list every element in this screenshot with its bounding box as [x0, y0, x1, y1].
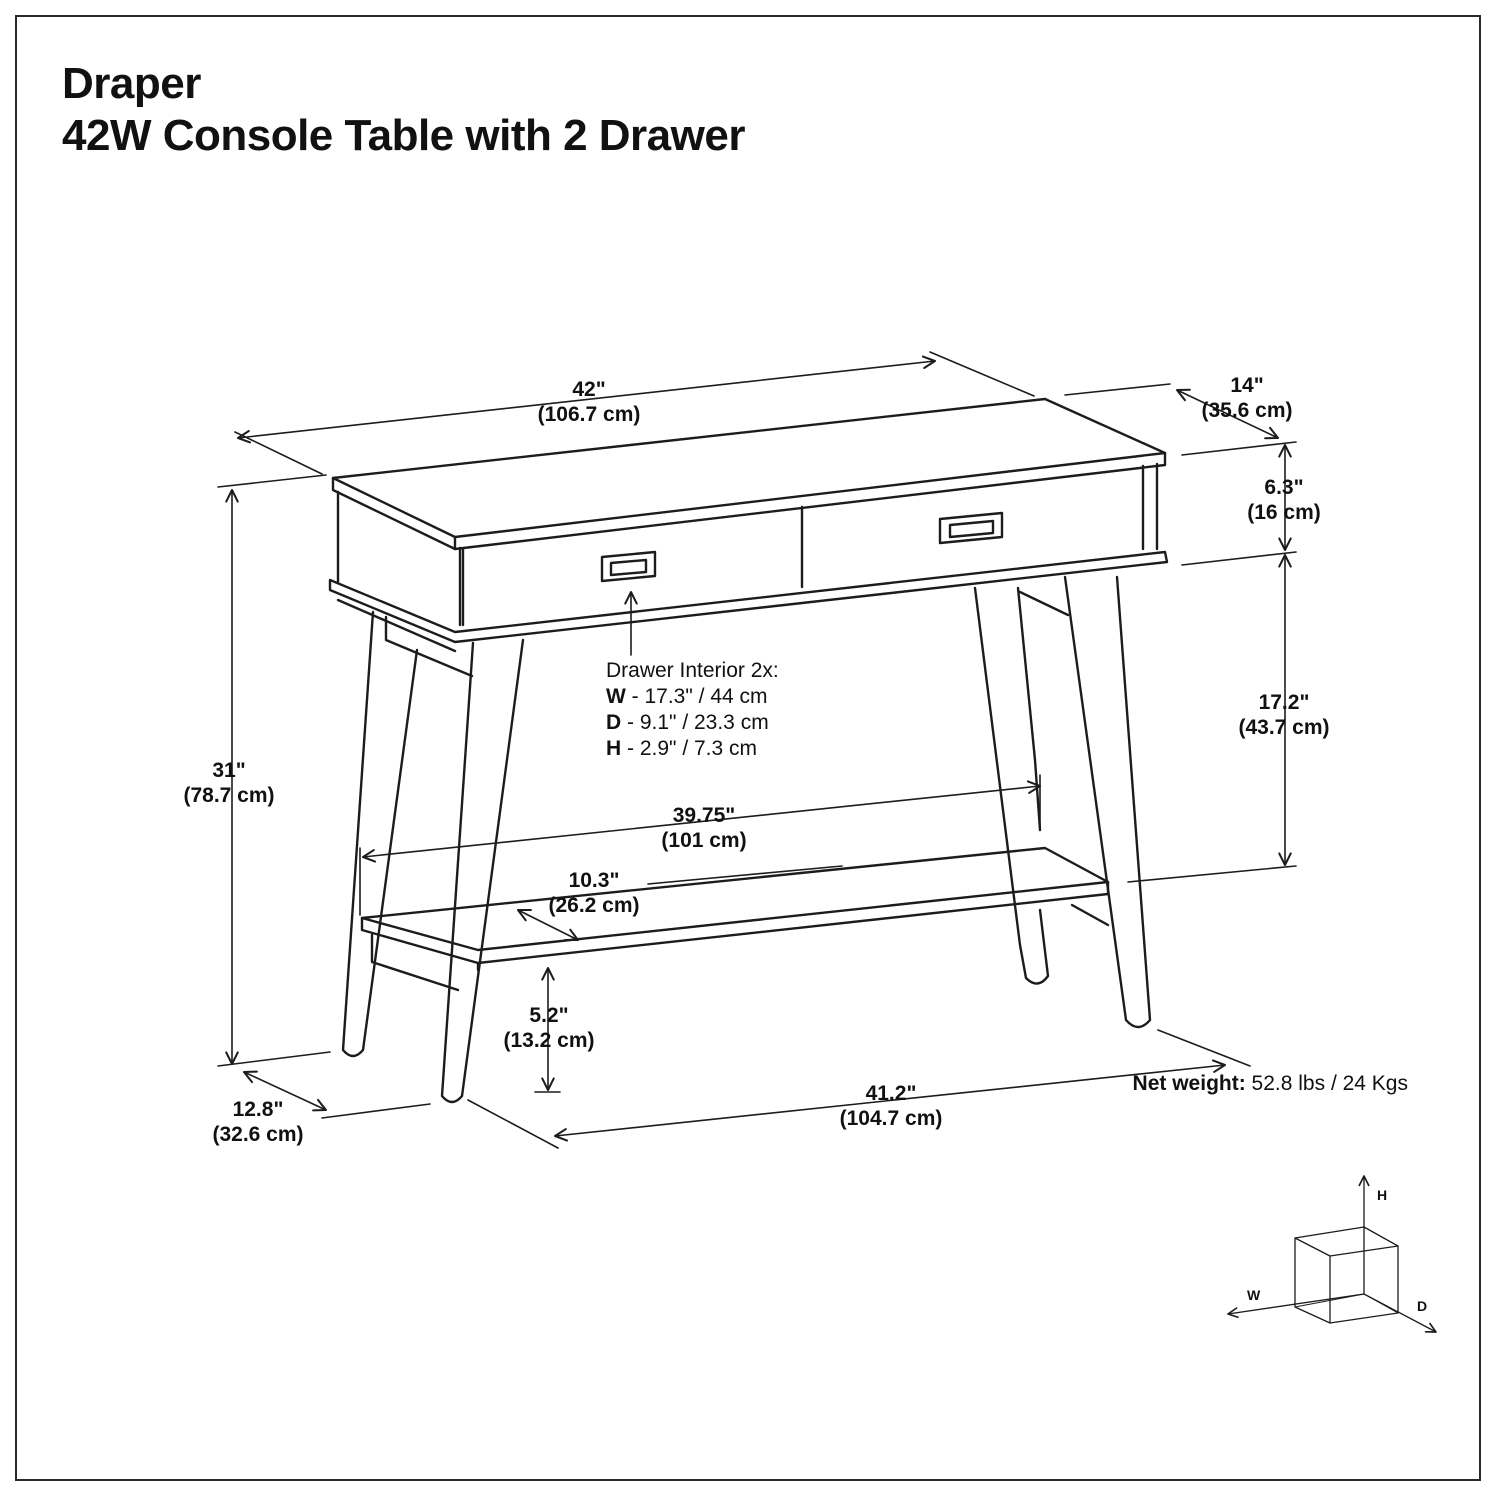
drawer-height-value: - 2.9" / 7.3 cm [621, 737, 758, 760]
dim-base-width-metric: (104.7 cm) [839, 1107, 943, 1130]
dim-depth-top: 14" (35.6 cm) [1201, 373, 1292, 423]
drawer-interior-heading: Drawer Interior 2x: [606, 659, 779, 682]
dim-base-depth: 12.8" (32.6 cm) [212, 1097, 303, 1147]
dim-overall-height: 31" (78.7 cm) [183, 758, 274, 808]
dim-shelf-clearance-metric: (13.2 cm) [503, 1029, 595, 1052]
dim-shelf-width-imperial: 39.75" [672, 804, 736, 827]
axis-label-d: D [1417, 1298, 1428, 1314]
dim-base-depth-imperial: 12.8" [232, 1098, 284, 1121]
lower-shelf [360, 846, 1110, 992]
drawer-interior-width: W - 17.3" / 44 cm [606, 684, 779, 710]
dim-depth-top-metric: (35.6 cm) [1201, 399, 1293, 422]
drawer-width-key: W [606, 685, 626, 708]
drawer-width-value: - 17.3" / 44 cm [625, 685, 768, 708]
dim-apron-height-metric: (16 cm) [1247, 501, 1321, 524]
dim-under-apron-height: 17.2" (43.7 cm) [1238, 690, 1329, 740]
net-weight-label: Net weight: [1132, 1072, 1246, 1095]
drawer-depth-value: - 9.1" / 23.3 cm [621, 711, 769, 734]
drawer-pull-right [938, 511, 1004, 545]
dim-base-width-imperial: 41.2" [865, 1082, 917, 1105]
dim-shelf-width-metric: (101 cm) [661, 829, 747, 852]
axis-label-h: H [1377, 1187, 1388, 1203]
table-top [331, 397, 1167, 551]
axis-cube-icon [1227, 1175, 1437, 1333]
dim-width-top-imperial: 42" [572, 378, 606, 401]
product-name: 42W Console Table with 2 Drawer [62, 111, 745, 160]
dim-base-depth-metric: (32.6 cm) [212, 1123, 304, 1146]
legs [341, 575, 1152, 1104]
drawer-pull-left [600, 550, 657, 583]
axis-label-w: W [1247, 1287, 1261, 1303]
drawer-depth-key: D [606, 711, 622, 734]
dim-under-apron-height-imperial: 17.2" [1258, 691, 1310, 714]
dim-shelf-width: 39.75" (101 cm) [661, 803, 746, 853]
dim-shelf-depth-imperial: 10.3" [568, 869, 620, 892]
dim-apron-height-imperial: 6.3" [1264, 476, 1304, 499]
net-weight-value: 52.8 lbs / 24 Kgs [1245, 1072, 1408, 1095]
drawer-interior-note: Drawer Interior 2x: W - 17.3" / 44 cm D … [606, 658, 779, 762]
apron [336, 462, 1159, 627]
diagram-frame [15, 15, 1481, 1481]
product-series: Draper [62, 59, 201, 108]
drawer-interior-height: H - 2.9" / 7.3 cm [606, 736, 779, 762]
drawer-interior-depth: D - 9.1" / 23.3 cm [606, 710, 779, 736]
dim-depth-top-imperial: 14" [1230, 374, 1264, 397]
dim-overall-height-imperial: 31" [212, 759, 246, 782]
dim-base-width: 41.2" (104.7 cm) [840, 1081, 943, 1131]
apron-bottom-rail [328, 550, 1169, 653]
net-weight: Net weight: 52.8 lbs / 24 Kgs [1133, 1072, 1408, 1096]
dim-apron-height: 6.3" (16 cm) [1247, 475, 1321, 525]
dim-width-top: 42" (106.7 cm) [538, 377, 641, 427]
dim-shelf-clearance: 5.2" (13.2 cm) [503, 1003, 594, 1053]
product-title: Draper 42W Console Table with 2 Drawer [62, 58, 745, 162]
dim-shelf-depth-metric: (26.2 cm) [548, 894, 640, 917]
dim-shelf-clearance-imperial: 5.2" [529, 1004, 569, 1027]
dim-width-top-metric: (106.7 cm) [537, 403, 641, 426]
dim-under-apron-height-metric: (43.7 cm) [1238, 716, 1330, 739]
dim-shelf-depth: 10.3" (26.2 cm) [548, 868, 639, 918]
dimension-lines [217, 351, 1297, 1149]
dim-overall-height-metric: (78.7 cm) [183, 784, 275, 807]
drawer-height-key: H [606, 737, 622, 760]
